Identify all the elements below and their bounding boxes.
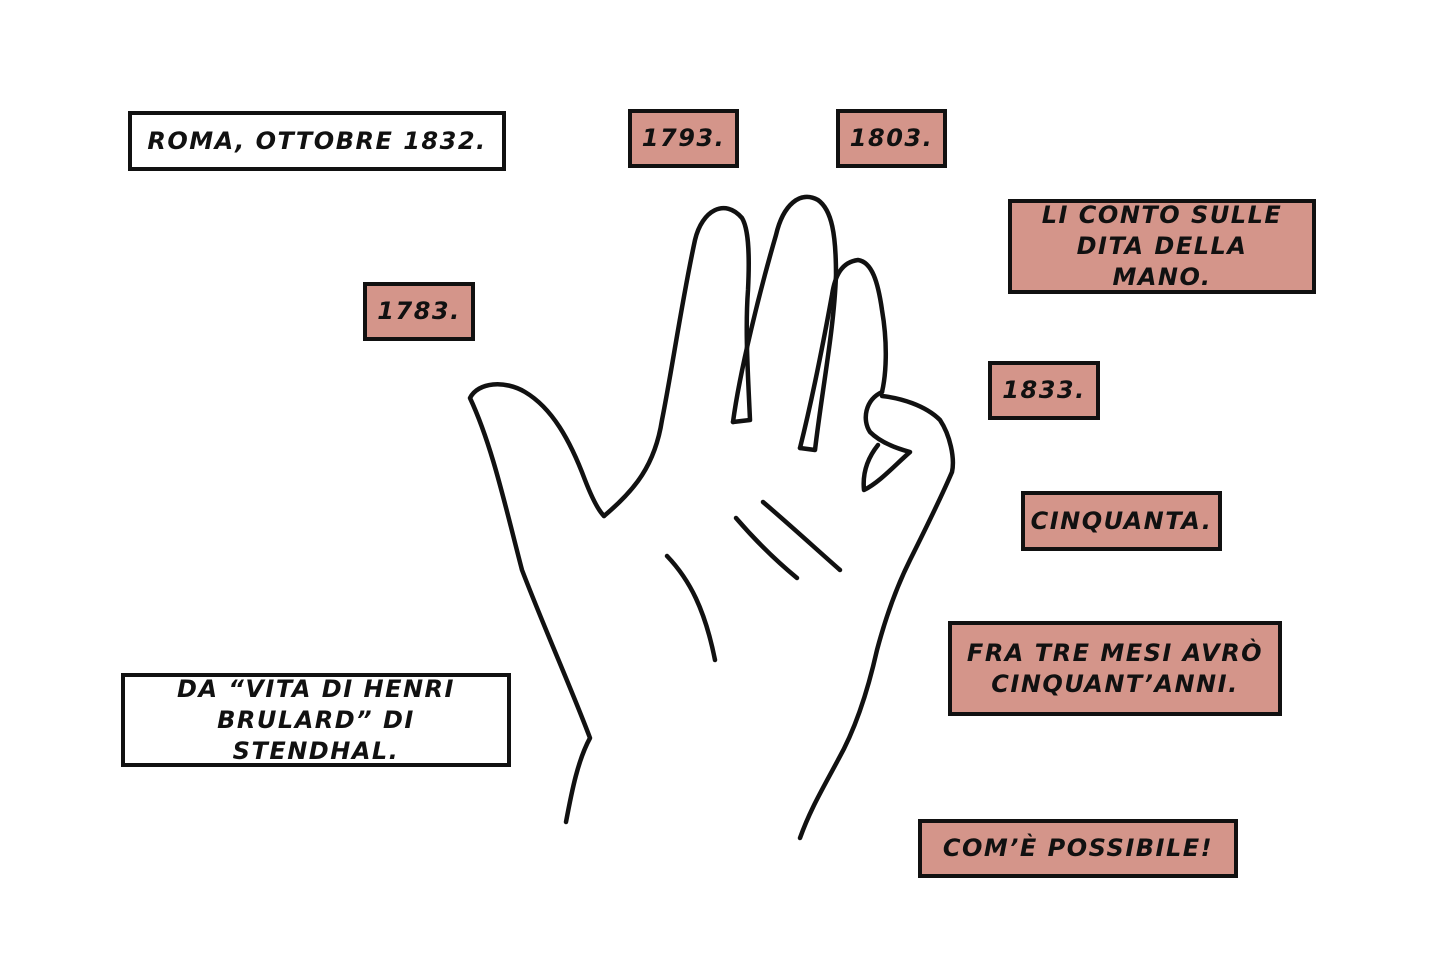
caption-cinquanta-text: CINQUANTA.: [1030, 506, 1213, 535]
palm-line-3: [664, 553, 718, 663]
caption-year-1793: 1793.: [628, 109, 739, 168]
caption-conto-text: LI CONTO SULLE DITA DELLA MANO.: [1041, 201, 1283, 291]
caption-possibile-text: COM’È POSSIBILE!: [942, 834, 1214, 862]
caption-roma-text: ROMA, OTTOBRE 1832.: [147, 126, 487, 155]
folded-pinky-tip: [797, 393, 956, 841]
caption-year-1833: 1833.: [988, 361, 1100, 420]
caption-cinquanta: CINQUANTA.: [1021, 491, 1222, 551]
index-finger: [601, 206, 753, 519]
caption-year-1783-text: 1783.: [377, 297, 461, 325]
middle-finger: [730, 194, 839, 453]
palm-line-2: [760, 499, 843, 573]
hand-left-outline: [467, 382, 607, 825]
folded-pinky: [861, 389, 913, 493]
caption-tre-mesi: FRA TRE MESI AVRÒ CINQUANT’ANNI.: [948, 621, 1282, 716]
palm-line-1: [733, 515, 800, 581]
caption-year-1833-text: 1833.: [1002, 376, 1086, 404]
caption-year-1803: 1803.: [836, 109, 947, 168]
caption-conto: LI CONTO SULLE DITA DELLA MANO.: [1008, 199, 1316, 294]
caption-possibile: COM’È POSSIBILE!: [918, 819, 1238, 878]
caption-tre-mesi-text: FRA TRE MESI AVRÒ CINQUANT’ANNI.: [966, 638, 1264, 698]
caption-source-credit-text: DA “VITA DI HENRI BRULARD” DI STENDHAL.: [177, 674, 455, 765]
caption-roma: ROMA, OTTOBRE 1832.: [128, 111, 506, 171]
caption-source-credit: DA “VITA DI HENRI BRULARD” DI STENDHAL.: [121, 673, 511, 767]
ring-finger: [797, 257, 888, 451]
caption-year-1803-text: 1803.: [849, 124, 934, 152]
caption-year-1793-text: 1793.: [641, 124, 726, 152]
caption-year-1783: 1783.: [363, 282, 475, 341]
